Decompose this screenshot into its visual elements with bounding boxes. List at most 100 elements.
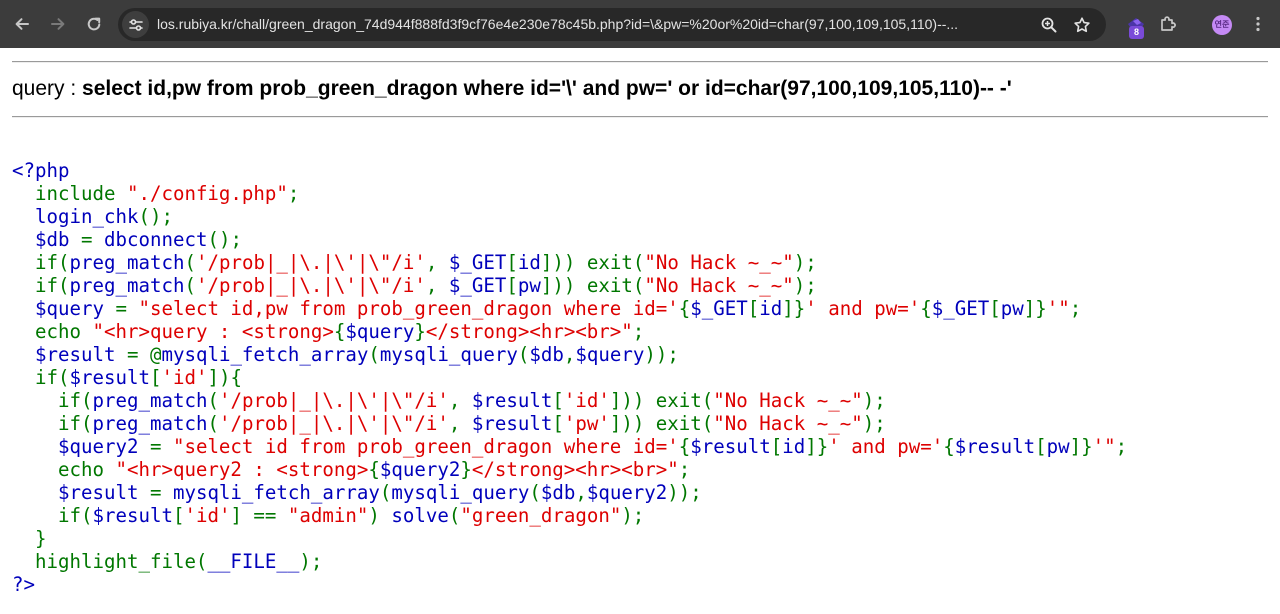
code-token-keyword: [ xyxy=(747,297,760,320)
code-token-default: mysqli_query xyxy=(391,481,530,504)
bookmark-button[interactable] xyxy=(1071,14,1093,36)
code-token-default: $query2 xyxy=(379,458,461,481)
star-icon xyxy=(1074,17,1090,33)
code-token-string: ' and pw=' xyxy=(805,297,921,320)
code-token-default xyxy=(12,458,58,481)
code-token-keyword: [ xyxy=(172,504,185,527)
code-token-default: mysqli_fetch_array xyxy=(172,481,380,504)
code-token-default xyxy=(12,527,35,550)
code-token-keyword: ; xyxy=(287,182,300,205)
forward-arrow-icon xyxy=(51,18,65,30)
code-token-string: </strong><hr><br>" xyxy=(471,458,679,481)
code-token-default: id xyxy=(782,435,806,458)
code-line: $db = dbconnect(); xyxy=(12,228,1272,251)
code-token-string: "select id from prob_green_dragon where … xyxy=(172,435,679,458)
code-line: if(preg_match('/prob|_|\.|\'|\"/i', $_GE… xyxy=(12,274,1272,297)
back-button[interactable] xyxy=(10,12,34,36)
query-label: query : xyxy=(12,77,83,100)
code-token-keyword: (); xyxy=(207,228,242,251)
code-token-keyword: ( xyxy=(207,412,219,435)
code-token-default xyxy=(12,412,58,435)
code-token-default: __FILE__ xyxy=(207,550,300,573)
code-token-default: $_GET xyxy=(448,274,507,297)
code-token-keyword: ])) exit( xyxy=(609,412,714,435)
extensions-menu-button[interactable] xyxy=(1156,12,1180,36)
code-token-keyword: ]} xyxy=(805,435,829,458)
code-token-string: "./config.php" xyxy=(126,182,288,205)
code-token-default: preg_match xyxy=(92,389,208,412)
code-token-default: $result xyxy=(12,343,127,366)
code-token-default xyxy=(12,366,35,389)
code-token-keyword: if( xyxy=(57,389,93,412)
browser-menu-button[interactable] xyxy=(1246,12,1270,36)
code-token-default: $query2 xyxy=(586,481,668,504)
code-token-keyword: ] == xyxy=(230,504,288,527)
code-token-keyword: = xyxy=(115,297,139,320)
code-token-default: pw xyxy=(1000,297,1024,320)
code-token-keyword: [ xyxy=(506,251,518,274)
bottom-divider xyxy=(12,116,1268,118)
profile-avatar[interactable]: 연준 xyxy=(1212,15,1232,35)
code-line: $result = @mysqli_fetch_array(mysqli_que… xyxy=(12,343,1272,366)
code-token-keyword: [ xyxy=(149,366,162,389)
code-token-keyword: ); xyxy=(862,412,886,435)
code-token-string: '/prob|_|\.|\'|\"/i' xyxy=(195,251,426,274)
address-bar[interactable]: los.rubiya.kr/chall/green_dragon_74d944f… xyxy=(118,8,1106,41)
code-token-default: $db xyxy=(12,228,81,251)
code-token-default: $result xyxy=(69,366,150,389)
code-line: <?php xyxy=(12,159,1272,182)
forward-button[interactable] xyxy=(46,12,70,36)
code-token-keyword: ; xyxy=(1115,435,1128,458)
code-line: $query = "select id,pw from prob_green_d… xyxy=(12,297,1272,320)
code-token-keyword: ( xyxy=(207,389,219,412)
code-token-keyword: , xyxy=(425,274,449,297)
code-token-keyword: ; xyxy=(678,458,691,481)
code-token-string: 'pw' xyxy=(563,412,610,435)
code-token-keyword: = @ xyxy=(126,343,162,366)
code-line: if($result['id'] == "admin") solve("gree… xyxy=(12,504,1272,527)
code-token-default: $query xyxy=(12,297,116,320)
code-token-keyword: )); xyxy=(667,481,702,504)
code-token-default: $result xyxy=(690,435,771,458)
code-token-keyword: echo xyxy=(57,458,116,481)
code-token-keyword: ]} xyxy=(1023,297,1047,320)
code-token-default: preg_match xyxy=(69,274,185,297)
code-token-default xyxy=(12,504,58,527)
code-token-default xyxy=(12,251,35,274)
code-line: $result = mysqli_fetch_array(mysqli_quer… xyxy=(12,481,1272,504)
puzzle-icon xyxy=(1161,16,1176,31)
code-token-string: "green_dragon" xyxy=(460,504,622,527)
site-info-button[interactable] xyxy=(122,11,149,38)
code-token-keyword: [ xyxy=(770,435,783,458)
code-token-string: "<hr>query : <strong> xyxy=(92,320,334,343)
reload-icon xyxy=(87,17,101,31)
code-line: echo "<hr>query : <strong>{$query}</stro… xyxy=(12,320,1272,343)
query-value: select id,pw from prob_green_dragon wher… xyxy=(82,77,1012,100)
code-token-keyword: } xyxy=(460,458,472,481)
code-token-keyword: ) xyxy=(368,504,392,527)
code-token-keyword: , xyxy=(563,343,576,366)
code-token-keyword: , xyxy=(448,412,472,435)
code-token-string: "No Hack ~_~" xyxy=(644,251,794,274)
code-token-default: $db xyxy=(540,481,576,504)
code-token-default: $result xyxy=(471,389,553,412)
code-token-keyword: , xyxy=(575,481,587,504)
query-output: query : select id,pw from prob_green_dra… xyxy=(12,76,1272,102)
url-text[interactable]: los.rubiya.kr/chall/green_dragon_74d944f… xyxy=(157,16,959,32)
code-line: if($result['id']){ xyxy=(12,366,1272,389)
code-line: if(preg_match('/prob|_|\.|\'|\"/i', $res… xyxy=(12,389,1272,412)
code-token-keyword: if( xyxy=(35,366,70,389)
code-token-keyword: { xyxy=(333,320,346,343)
code-token-keyword: ); xyxy=(621,504,645,527)
zoom-button[interactable] xyxy=(1038,14,1060,36)
code-token-keyword: ])) exit( xyxy=(540,251,645,274)
code-token-default: $query xyxy=(575,343,645,366)
code-line: login_chk(); xyxy=(12,205,1272,228)
code-token-string: '/prob|_|\.|\'|\"/i' xyxy=(218,412,449,435)
reload-button[interactable] xyxy=(82,12,106,36)
code-token-default xyxy=(12,320,35,343)
code-token-string: "No Hack ~_~" xyxy=(644,274,794,297)
code-line: } xyxy=(12,527,1272,550)
code-token-keyword: } xyxy=(35,527,47,550)
code-line: echo "<hr>query2 : <strong>{$query2}</st… xyxy=(12,458,1272,481)
